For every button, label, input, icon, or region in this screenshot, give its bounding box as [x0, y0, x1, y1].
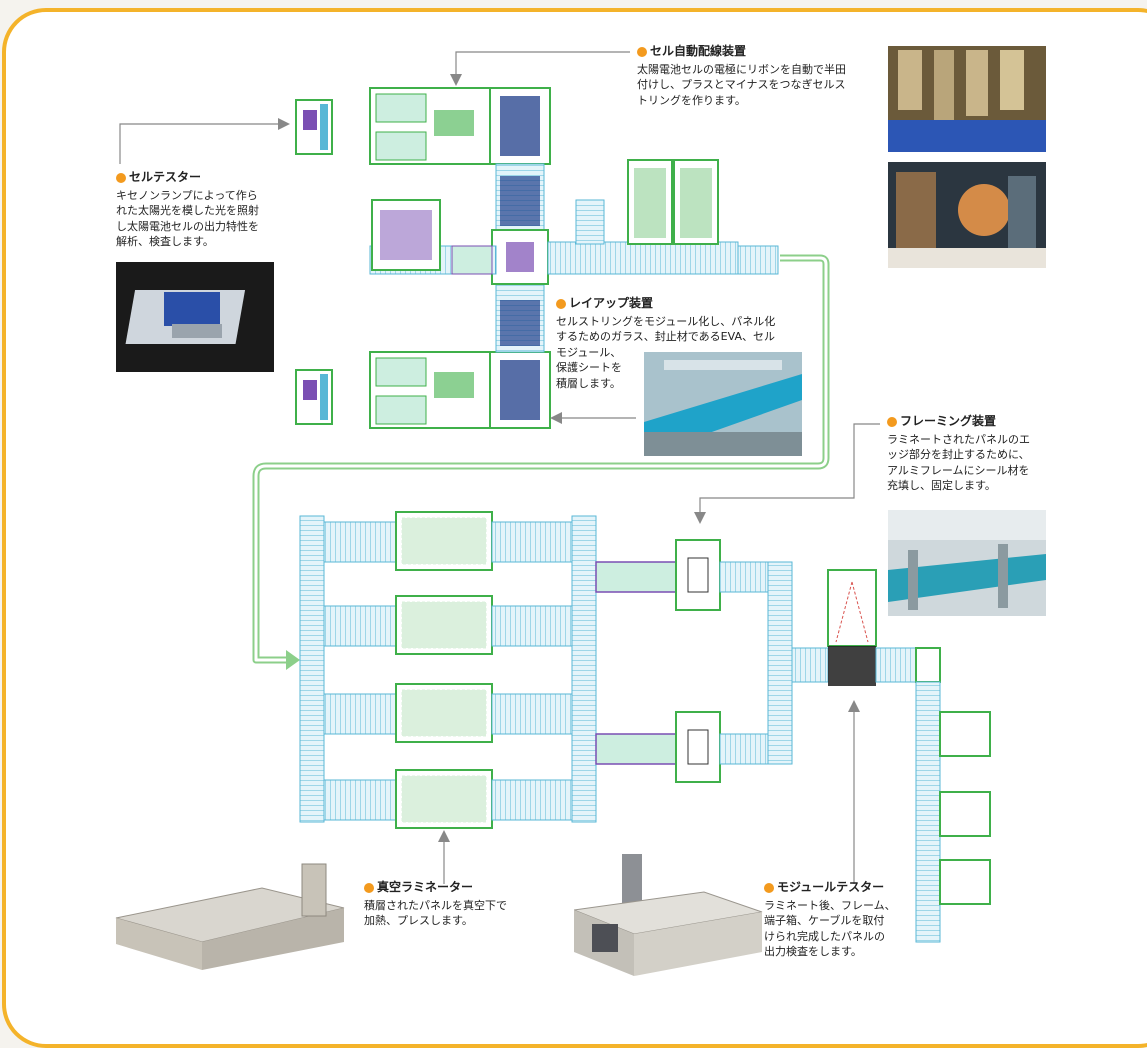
layup-line-photo	[644, 352, 802, 456]
module-tester-title: モジュールテスター	[777, 880, 885, 894]
framing-description: ラミネートされたパネルのエ ッジ部分を封止するために、 アルミフレームにシール材…	[887, 432, 1030, 493]
xenon-tester-photo	[116, 262, 274, 372]
layup-description-line-2: するためのガラス、封止材であるEVA、セル	[556, 330, 775, 343]
framing-block	[595, 539, 829, 783]
cell-tester-description: キセノンランプによって作ら れた太陽光を模した光を照射 し太陽電池セルの出力特性…	[116, 188, 259, 249]
cell-tester-unit-top	[295, 99, 333, 155]
laminator-machine-photo	[112, 858, 352, 976]
module-tester-machine-photo	[574, 852, 764, 980]
layup-photo	[644, 352, 802, 456]
framing-label: フレーミング装置 ラミネートされたパネルのエ ッジ部分を封止するために、 アルミ…	[887, 414, 1057, 494]
laminator-label: 真空ラミネーター 積層されたパネルを真空下で 加熱、プレスします。	[364, 880, 544, 929]
cell-tester-label: セルテスター キセノンランプによって作ら れた太陽光を模した光を照射 し太陽電池…	[116, 170, 286, 250]
layup-title: レイアップ装置	[569, 296, 654, 310]
exit-line	[915, 647, 991, 943]
framing-title: フレーミング装置	[900, 414, 997, 428]
soldering-glow-photo	[888, 162, 1046, 268]
bullet-icon	[116, 172, 126, 183]
factory-layout-diagram	[119, 51, 991, 943]
bullet-icon	[556, 298, 566, 309]
framing-line-photo	[888, 510, 1046, 616]
cell-tester-unit-bottom	[295, 369, 333, 425]
stringer-photo-1	[888, 46, 1046, 152]
bullet-icon	[764, 882, 774, 893]
laminator-description: 積層されたパネルを真空下で 加熱、プレスします。	[364, 898, 507, 928]
layup-description-short: モジュール、 保護シートを 積層します。	[556, 345, 622, 390]
module-tester-label: モジュールテスター ラミネート後、フレーム、 端子箱、ケーブルを取付 けられ完成…	[764, 880, 924, 960]
stringer-block-top	[369, 87, 551, 165]
bullet-icon	[364, 882, 374, 893]
laminator-title: 真空ラミネーター	[377, 880, 474, 894]
cell-stringer-title: セル自動配線装置	[650, 44, 747, 58]
module-tester-photo	[574, 852, 764, 980]
stringer-photo-2	[888, 162, 1046, 268]
bullet-icon	[887, 416, 897, 427]
layup-description-line-1: セルストリングをモジュール化し、パネル化	[556, 314, 776, 328]
cell-stringer-label: セル自動配線装置 太陽電池セルの電極にリボンを自動で半田 付けし、プラスとマイナ…	[637, 44, 887, 108]
framing-photo	[888, 510, 1046, 616]
soldering-head-photo	[888, 46, 1046, 152]
cell-stringer-description: 太陽電池セルの電極にリボンを自動で半田 付けし、プラスとマイナスをつなぎセルス …	[637, 62, 846, 107]
central-column	[491, 163, 549, 353]
stringer-block-bottom	[369, 351, 551, 429]
module-tester-block	[827, 569, 917, 686]
laminator-photo	[112, 858, 352, 976]
cell-tester-title: セルテスター	[129, 170, 202, 184]
module-tester-description: ラミネート後、フレーム、 端子箱、ケーブルを取付 けられ完成したパネルの 出力検…	[764, 898, 896, 959]
layup-label: レイアップ装置 セルストリングをモジュール化し、パネル化 するためのガラス、封止…	[556, 296, 808, 391]
layup-row	[369, 159, 779, 275]
cell-tester-photo	[116, 262, 274, 372]
bullet-icon	[637, 46, 647, 57]
laminator-block	[299, 511, 597, 829]
